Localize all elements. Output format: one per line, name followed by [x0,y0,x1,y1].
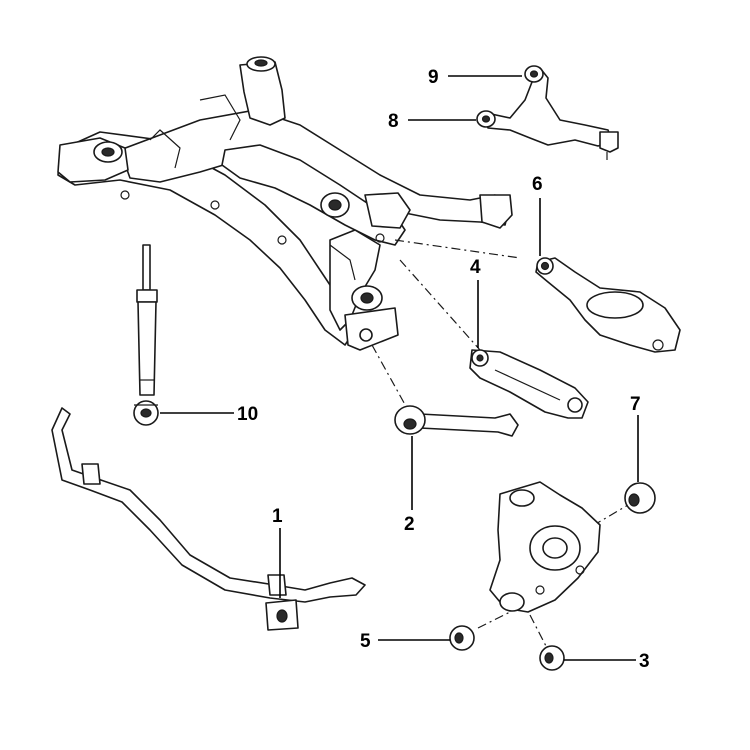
callout-9: 9 [428,67,522,88]
upper-control-arm [476,65,619,160]
callout-7: 7 [630,394,641,482]
callout-label-1: 1 [272,506,283,527]
callout-label-3: 3 [639,651,650,672]
callout-label-5: 5 [360,631,371,652]
callout-label-10: 10 [237,404,258,425]
callout-6: 6 [532,174,543,256]
shock-absorber [133,244,159,426]
bushing-3 [539,645,565,671]
callout-label-7: 7 [630,394,641,415]
callout-label-2: 2 [404,514,415,535]
callout-8: 8 [388,111,476,132]
callout-label-6: 6 [532,174,543,195]
rear-subframe [57,56,513,351]
lower-control-arm [535,257,681,353]
callout-1: 1 [272,506,283,598]
callout-label-4: 4 [470,257,481,278]
callout-10: 10 [160,404,258,425]
bushing-7 [624,482,656,514]
callout-2: 2 [404,436,415,535]
stabilizer-bar [51,407,366,631]
callout-3: 3 [564,651,650,672]
bushing-5 [449,625,475,651]
callout-4: 4 [470,257,481,348]
callout-label-8: 8 [388,111,399,132]
callout-label-9: 9 [428,67,439,88]
lateral-link [394,405,519,437]
toe-link [469,349,589,419]
callout-5: 5 [360,631,450,652]
rear-knuckle [489,481,601,613]
